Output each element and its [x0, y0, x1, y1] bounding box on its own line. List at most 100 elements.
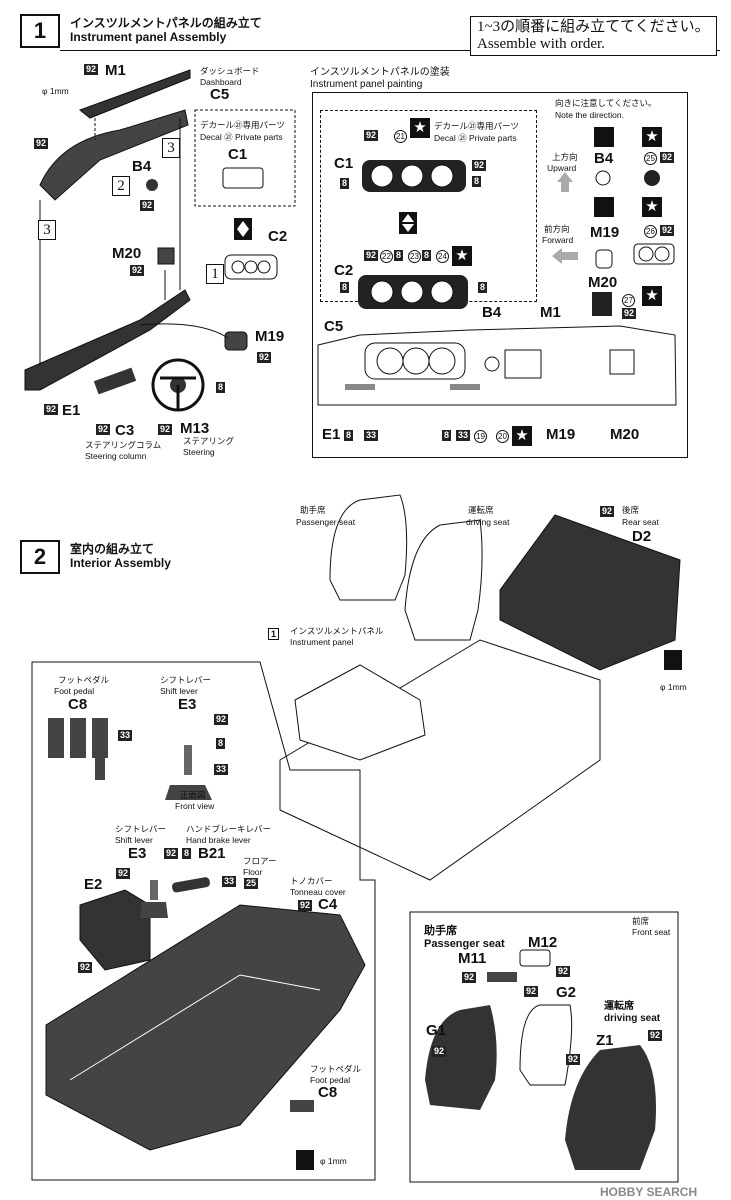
part-M20: M20 [112, 245, 142, 262]
tonneau-en: Tonneau cover [290, 887, 346, 897]
paint-code: 8 [472, 176, 482, 187]
front-view-jp: 正面図 [180, 790, 206, 800]
paint-code: 92 [556, 966, 571, 977]
hole-label: φ 1mm [660, 682, 687, 692]
decal-number: 23 [408, 250, 421, 263]
part-C5: C5 [210, 86, 230, 103]
part-Z1: Z1 [596, 1032, 614, 1049]
hole-label: φ 1mm [42, 86, 69, 96]
shift-lever-jp: シフトレバー [160, 675, 212, 685]
painting-en: Instrument panel painting [310, 79, 423, 90]
shift-lever-en: Shift lever [160, 686, 198, 696]
decal-star-icon: ★ [642, 127, 662, 147]
driving-seat-jp: 運転席 [468, 505, 494, 515]
steering-en: Steering [183, 447, 215, 457]
paint-code: 92 [44, 404, 59, 415]
passenger-seat-en: Passenger seat [424, 938, 505, 950]
column-en: Steering column [85, 451, 147, 461]
paint-code: 92 [566, 1054, 581, 1065]
part-B4: B4 [594, 150, 614, 167]
paint-code: 8 [422, 250, 432, 261]
decal-number: 24 [436, 250, 449, 263]
paint-code: 92 [78, 962, 93, 973]
foot-pedal-jp: フットペダル [58, 675, 110, 685]
passenger-seat-jp: 助手席 [300, 505, 326, 515]
paint-code: 92 [472, 160, 487, 171]
part-M11: M11 [458, 950, 487, 967]
paint-code: 92 [622, 308, 637, 319]
part-B4: B4 [132, 158, 152, 175]
part-E1: E1 [62, 402, 81, 419]
rear-seat-jp: 後席 [622, 505, 640, 515]
paint-code: 92 [96, 424, 111, 435]
passenger-seat-en: Passenger seat [296, 517, 356, 527]
paint-code: 8 [344, 430, 354, 441]
painting-drawing [317, 127, 677, 406]
decal-number: 25 [644, 152, 657, 165]
decal-number: 20 [496, 430, 509, 443]
paint-code: 92 [34, 138, 49, 149]
foot-pedal-en: Foot pedal [54, 686, 95, 696]
order-step-2: 2 [112, 176, 130, 196]
part-B4: B4 [482, 304, 502, 321]
decal-number: 21 [394, 130, 407, 143]
paint-code: 8 [478, 282, 488, 293]
paint-code: 92 [648, 1030, 663, 1041]
front-view-en: Front view [175, 801, 215, 811]
front-seat-en: Front seat [632, 927, 671, 937]
paint-code: 92 [214, 714, 229, 725]
floor-en: Floor [243, 867, 263, 877]
paint-code: 92 [140, 200, 155, 211]
driving-seat-en: driving seat [466, 517, 510, 527]
decal-parts-en: Decal ㉑ Private parts [434, 133, 517, 143]
part-C2: C2 [334, 262, 354, 279]
decal-parts-en: Decal ㉑ Private parts [200, 132, 283, 142]
hand-brake-en: Hand brake lever [186, 835, 251, 845]
paint-code: 33 [456, 430, 471, 441]
paint-code: 92 [600, 506, 615, 517]
step-number: 1 [20, 14, 60, 48]
part-G1: G1 [426, 1022, 447, 1039]
part-C3: C3 [115, 422, 135, 439]
paint-code: 92 [158, 424, 173, 435]
part-E3: E3 [128, 845, 147, 862]
paint-code: 92 [364, 130, 379, 141]
dashboard-exploded-drawing [24, 69, 296, 412]
steering-jp: ステアリング [183, 436, 235, 446]
part-M1: M1 [540, 304, 561, 321]
order-step-3: 3 [162, 138, 180, 158]
paint-code: 92 [462, 972, 477, 983]
decal-parts-jp: デカール㉑専用パーツ [434, 121, 519, 131]
shift-lever-en: Shift lever [115, 835, 153, 845]
paint-code: 33 [214, 764, 229, 775]
ip-en: Instrument panel [290, 637, 354, 647]
paint-code: 92 [524, 986, 539, 997]
part-C1: C1 [334, 155, 354, 172]
front-seat-jp: 前席 [632, 916, 650, 926]
decal-parts-jp: デカール㉑専用パーツ [200, 120, 285, 130]
part-M13: M13 [180, 420, 210, 437]
part-M19: M19 [546, 426, 576, 443]
decal-number: 22 [380, 250, 393, 263]
decal-star-icon: ★ [642, 286, 662, 306]
step-number: 2 [20, 540, 60, 574]
part-C8: C8 [68, 696, 88, 713]
shift-lever-jp: シフトレバー [115, 824, 167, 834]
part-C5: C5 [324, 318, 344, 335]
ip-jp: インスツルメントパネル [290, 626, 384, 636]
foot-pedal-jp: フットペダル [310, 1064, 362, 1074]
decal-star-icon: ★ [642, 197, 662, 217]
step-ref: 1 [268, 628, 280, 640]
step-title-jp: 室内の組み立て [70, 542, 155, 556]
paint-code: 92 [660, 225, 675, 236]
hand-brake-jp: ハンドブレーキレバー [186, 824, 272, 834]
paint-code: 92 [164, 848, 179, 859]
part-B21: B21 [198, 845, 226, 862]
part-D2: D2 [632, 528, 652, 545]
part-E2: E2 [84, 876, 103, 893]
part-C8: C8 [318, 1084, 338, 1101]
driving-seat-en: driving seat [604, 1013, 661, 1024]
paint-code: 92 [116, 868, 131, 879]
paint-code: 92 [84, 64, 99, 75]
